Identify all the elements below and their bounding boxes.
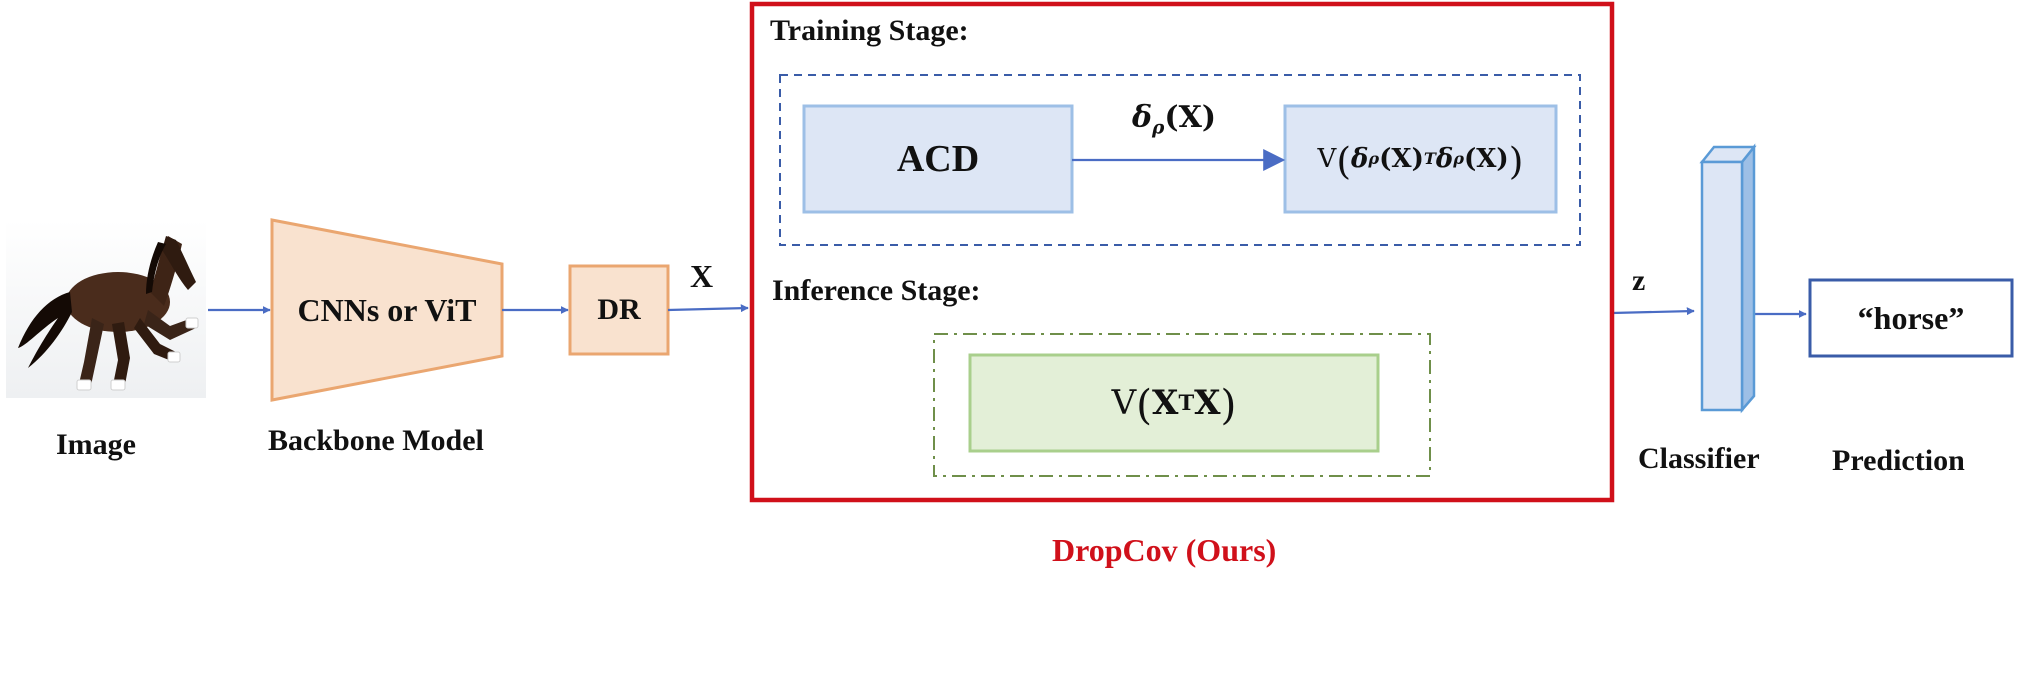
- train-transpose: T: [1423, 149, 1436, 168]
- training-stage-title: Training Stage:: [770, 14, 969, 47]
- train-v-symbol: V: [1317, 144, 1337, 174]
- arrow-delta-arg: (X): [1164, 100, 1217, 135]
- train-rho-1: ρ: [1368, 149, 1380, 168]
- training-stage-frame: [779, 74, 1581, 246]
- x-label: X: [690, 258, 714, 294]
- arrow-dr-to-dropcov: [667, 304, 749, 313]
- z-label: z: [1632, 264, 1646, 297]
- arrow-rho-sub: ρ: [1152, 117, 1165, 139]
- infer-v-symbol: V: [1111, 383, 1137, 423]
- backbone-label: CNNs or ViT: [297, 291, 477, 328]
- backbone-trapezoid: [270, 218, 504, 402]
- dropcov-caption: DropCov (Ours): [1052, 532, 1277, 568]
- inference-stage-title: Inference Stage:: [772, 274, 981, 307]
- train-rho-2: ρ: [1453, 149, 1464, 168]
- arrow-dropcov-to-classifier: [1611, 307, 1695, 316]
- infer-x-1: X: [1152, 383, 1179, 423]
- infer-formula-box-shape: [968, 353, 1380, 453]
- infer-transpose: T: [1178, 390, 1195, 415]
- acd-box-shape: [802, 104, 1074, 214]
- dr-box-shape: [568, 264, 670, 356]
- train-arg-1: (X): [1379, 144, 1424, 174]
- train-arg-2: (X): [1463, 144, 1509, 174]
- prediction-box-shape: [1808, 278, 2014, 358]
- prediction-caption: Prediction: [1832, 444, 1965, 477]
- image-caption: Image: [56, 428, 136, 461]
- train-delta-2: δ: [1435, 144, 1454, 174]
- train-delta-1: δ: [1351, 144, 1369, 174]
- classifier-caption: Classifier: [1638, 442, 1760, 475]
- acd-label: ACD: [896, 138, 980, 180]
- infer-x-2: X: [1194, 383, 1221, 423]
- backbone-caption: Backbone Model: [268, 424, 484, 457]
- dropcov-frame: [749, 1, 1615, 503]
- prediction-label: “horse”: [1857, 299, 1965, 336]
- classifier-block-icon: [1699, 143, 1757, 414]
- dr-label: DR: [597, 293, 641, 326]
- horse-image: [6, 220, 206, 398]
- arrow-delta-label: δρ(X): [1132, 100, 1217, 137]
- arrow-delta-symbol: δ: [1132, 100, 1153, 135]
